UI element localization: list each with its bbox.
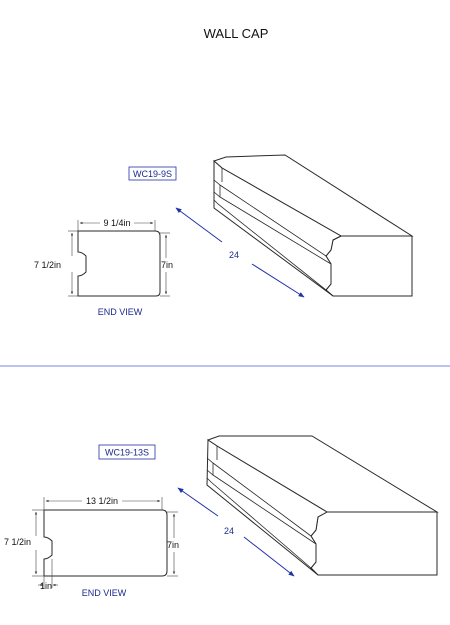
page-title: WALL CAP <box>204 26 269 41</box>
cap-end-face <box>325 235 413 297</box>
left-height-label: 7 1/2in <box>4 537 31 547</box>
groove-line <box>213 199 327 291</box>
bottom-section: WC19-13S 24 13 1/2in <box>4 435 439 598</box>
view-label: END VIEW <box>82 588 127 598</box>
view-label: END VIEW <box>98 307 143 317</box>
model-label-box <box>128 166 177 181</box>
model-label: WC19-9S <box>133 169 172 179</box>
edge-line <box>332 235 342 241</box>
length-dimension: 24 <box>175 207 305 298</box>
width-label: 13 1/2in <box>86 496 118 506</box>
groove-line <box>206 477 312 569</box>
model-label-box <box>98 444 156 460</box>
cap-side-face <box>213 159 343 297</box>
right-height-label: 7in <box>161 260 173 270</box>
top-section: WC19-9S 24 <box>34 154 414 317</box>
end-view-profile <box>77 230 161 297</box>
isometric-view <box>206 435 439 576</box>
notch-label: 1in <box>40 581 52 591</box>
length-label: 24 <box>229 250 239 260</box>
length-dimension: 24 <box>177 487 295 577</box>
model-label: WC19-13S <box>105 448 149 458</box>
left-height-label: 7 1/2in <box>34 260 61 270</box>
cap-side-face <box>206 439 328 576</box>
end-view-profile <box>43 509 168 577</box>
end-view: 9 1/4in 7 1/2in 7in END VIEW <box>34 218 173 317</box>
length-label: 24 <box>224 526 234 536</box>
isometric-view <box>213 154 414 297</box>
cap-end-face <box>310 511 438 576</box>
end-view: 13 1/2in 7 1/2in 7in 1in END VIEW <box>4 496 179 598</box>
right-height-label: 7in <box>167 540 179 550</box>
width-label: 9 1/4in <box>103 218 130 228</box>
